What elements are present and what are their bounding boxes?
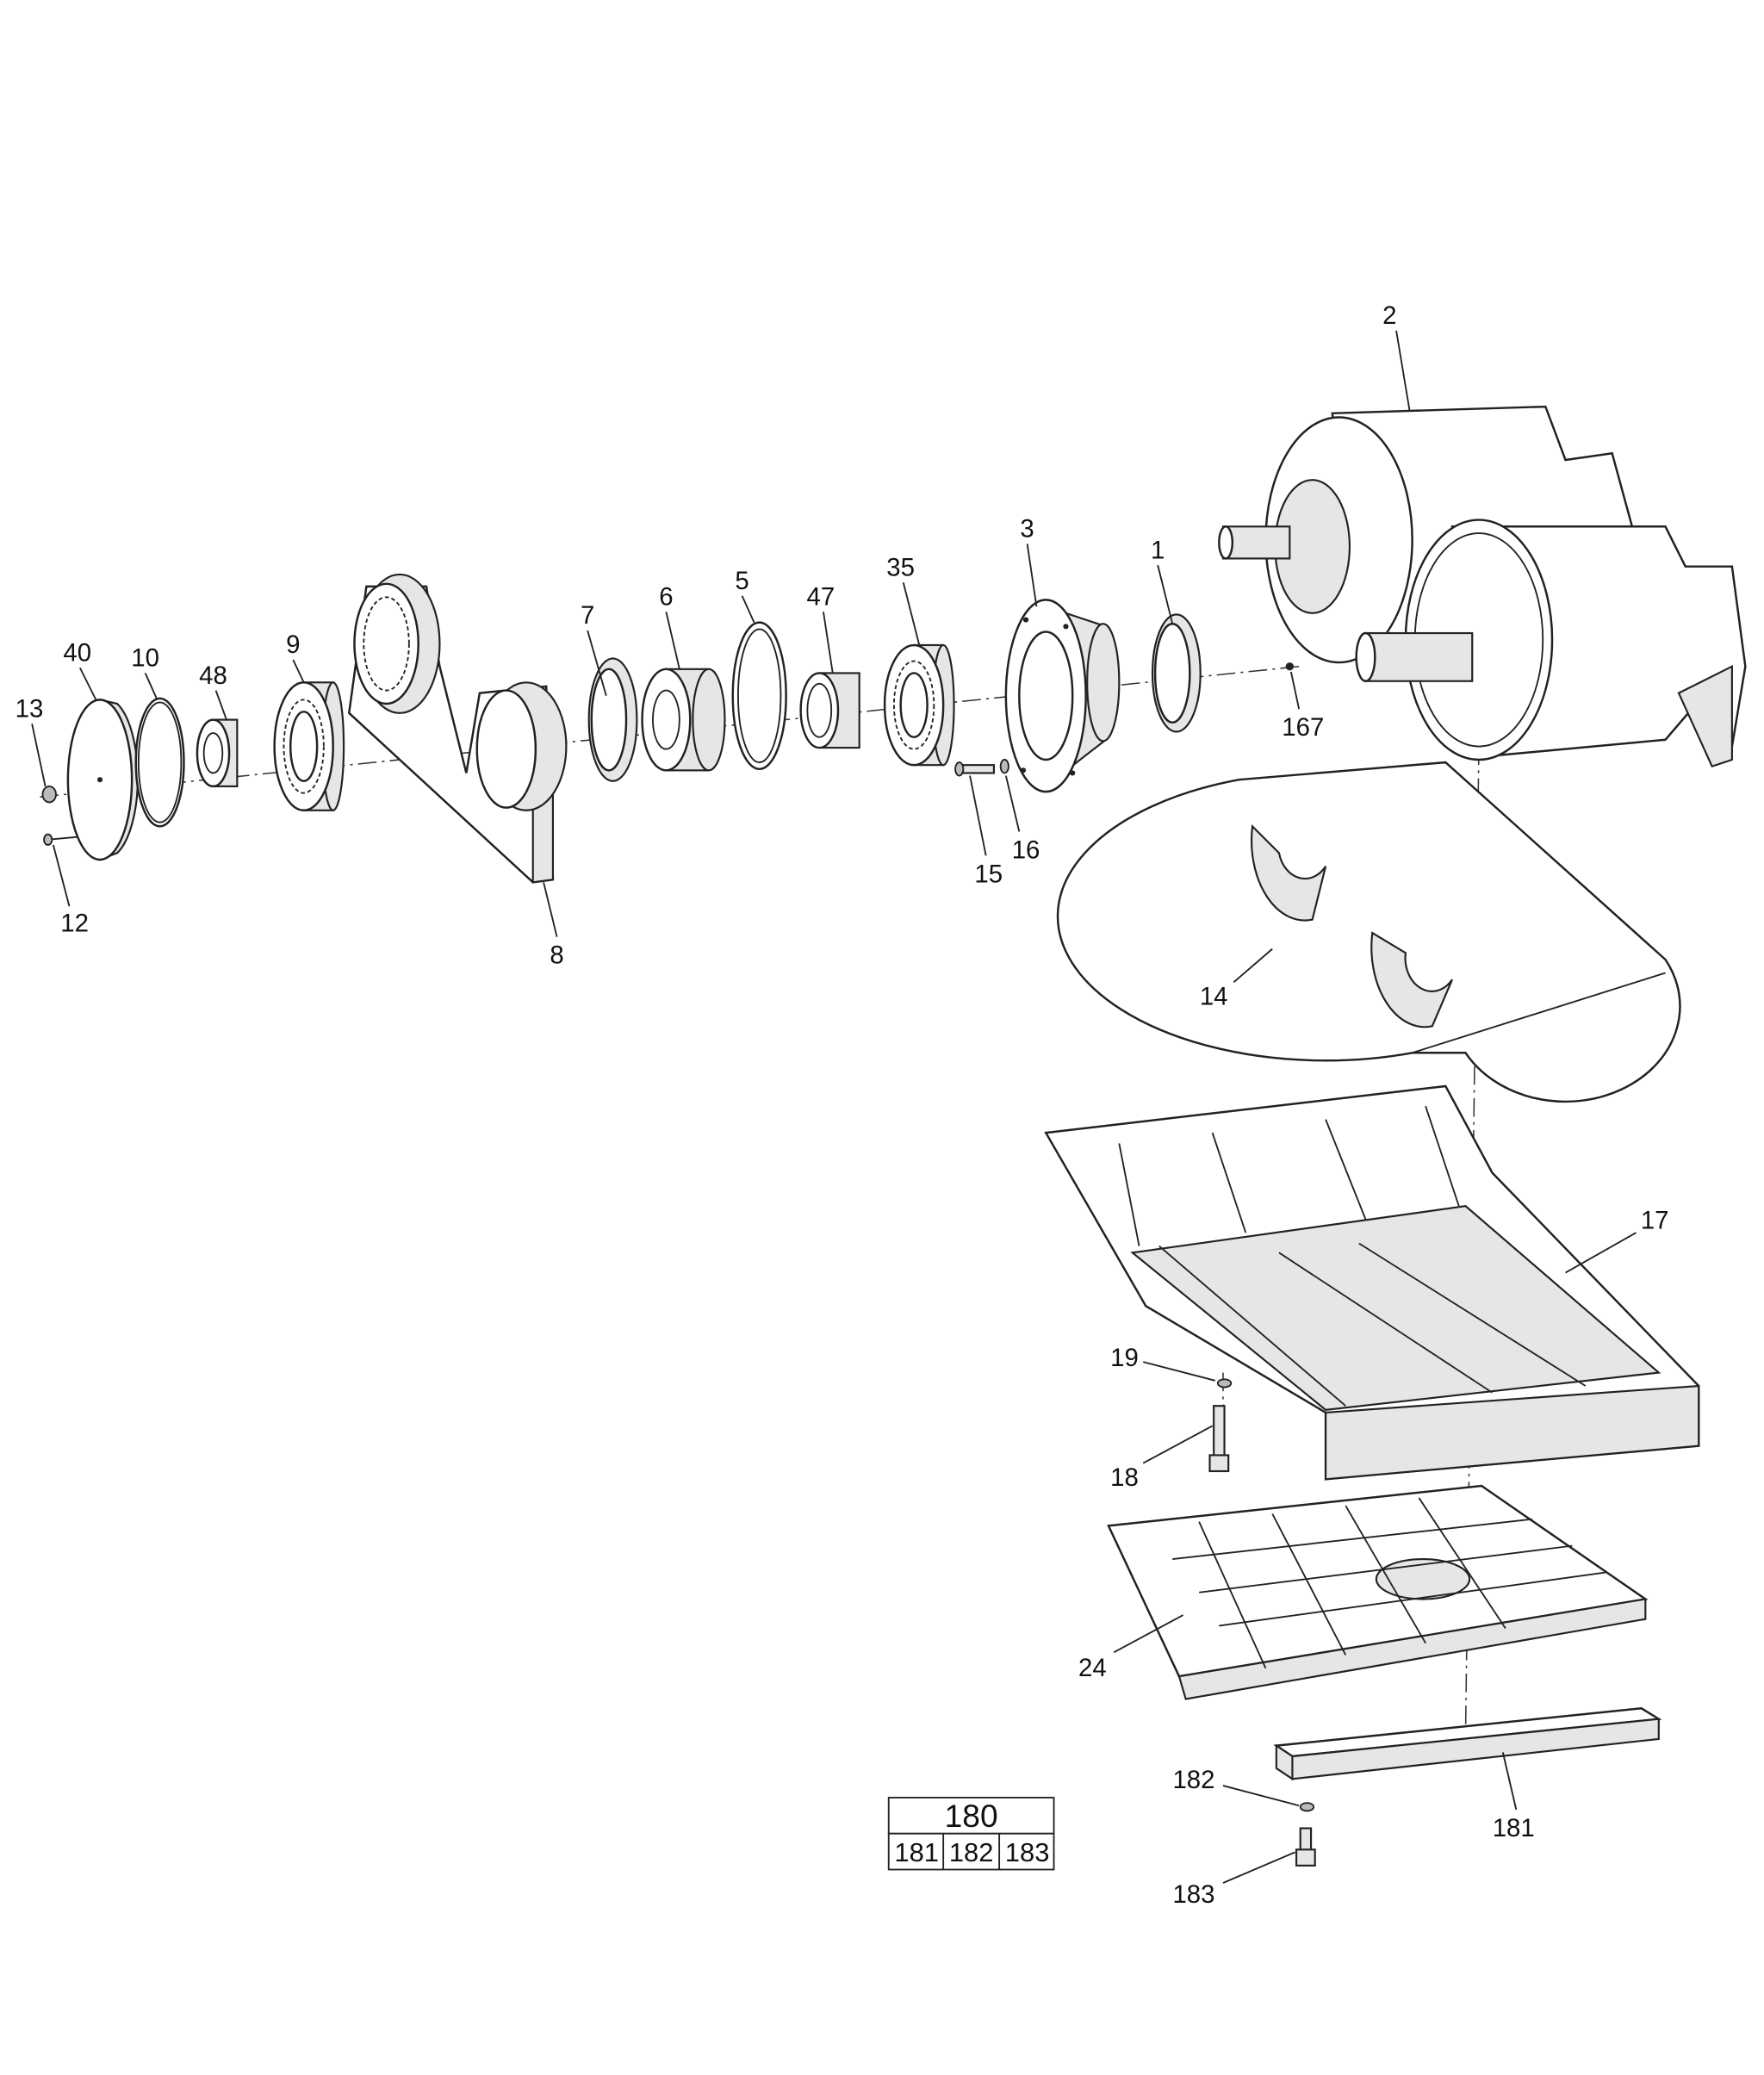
callout-17: 17 bbox=[1641, 1206, 1669, 1234]
part-14-trough-shell bbox=[1056, 761, 1681, 1103]
callout-183: 183 bbox=[1172, 1880, 1214, 1909]
callout-40: 40 bbox=[63, 639, 91, 668]
part-182-washer bbox=[1299, 1802, 1315, 1812]
kit-table-item: 181 bbox=[894, 1837, 939, 1867]
part-9-bearing bbox=[273, 681, 345, 812]
callout-12: 12 bbox=[60, 910, 89, 938]
callout-5: 5 bbox=[735, 567, 748, 595]
part-183-bolt bbox=[1295, 1827, 1316, 1867]
callout-1: 1 bbox=[1151, 536, 1165, 564]
callout-6: 6 bbox=[659, 583, 673, 612]
callout-15: 15 bbox=[974, 860, 1003, 888]
callout-24: 24 bbox=[1078, 1654, 1107, 1682]
callout-16: 16 bbox=[1012, 836, 1040, 864]
part-12-screw bbox=[43, 833, 78, 846]
part-10-o-ring bbox=[134, 697, 185, 828]
callout-2: 2 bbox=[1382, 301, 1396, 330]
callout-48: 48 bbox=[199, 662, 227, 690]
callout-182: 182 bbox=[1172, 1766, 1214, 1794]
part-19-washer bbox=[1216, 1378, 1233, 1389]
callout-3: 3 bbox=[1020, 515, 1034, 544]
part-181-bar bbox=[1273, 1707, 1662, 1781]
callout-13: 13 bbox=[16, 694, 44, 723]
callout-7: 7 bbox=[581, 601, 594, 630]
part-8-housing bbox=[347, 573, 568, 884]
part-15-screw bbox=[954, 761, 996, 777]
callout-8: 8 bbox=[550, 941, 563, 970]
part-40-cover bbox=[66, 699, 139, 861]
part-18-bolt bbox=[1208, 1405, 1230, 1473]
part-17-tray bbox=[1044, 1084, 1700, 1481]
part-7-ring bbox=[587, 657, 638, 782]
callout-47: 47 bbox=[807, 583, 835, 612]
part-5-ring bbox=[731, 621, 787, 771]
callout-10: 10 bbox=[131, 644, 159, 673]
part-16-washer bbox=[999, 759, 1009, 774]
part-6-collar bbox=[641, 668, 726, 772]
part-3-flange-housing bbox=[1004, 599, 1121, 793]
kit-table-item: 183 bbox=[1005, 1837, 1050, 1867]
part-13-nut bbox=[41, 785, 57, 804]
callout-14: 14 bbox=[1200, 983, 1228, 1011]
part-167-plug bbox=[1285, 662, 1294, 671]
kit-table-header: 180 bbox=[945, 1798, 998, 1834]
callout-167: 167 bbox=[1282, 713, 1324, 742]
leader-lines bbox=[31, 330, 1637, 1884]
callout-181: 181 bbox=[1493, 1814, 1535, 1842]
callout-19: 19 bbox=[1110, 1344, 1139, 1372]
part-47-sleeve bbox=[799, 672, 860, 749]
kit-table-180: 180 181 182 183 bbox=[887, 1797, 1055, 1871]
part-35-bearing bbox=[883, 643, 955, 767]
part-48-sleeve bbox=[196, 718, 239, 788]
part-2-rotor-drums bbox=[1218, 405, 1747, 768]
callout-18: 18 bbox=[1110, 1463, 1139, 1492]
part-24-grid-plate bbox=[1107, 1484, 1649, 1700]
callout-labels: 2 3 1 35 47 5 6 7 9 48 10 40 13 12 8 15 … bbox=[16, 301, 1669, 1909]
kit-table-item: 182 bbox=[949, 1837, 994, 1867]
part-1-ring bbox=[1151, 613, 1202, 733]
callout-9: 9 bbox=[286, 631, 300, 659]
callout-35: 35 bbox=[886, 554, 915, 582]
